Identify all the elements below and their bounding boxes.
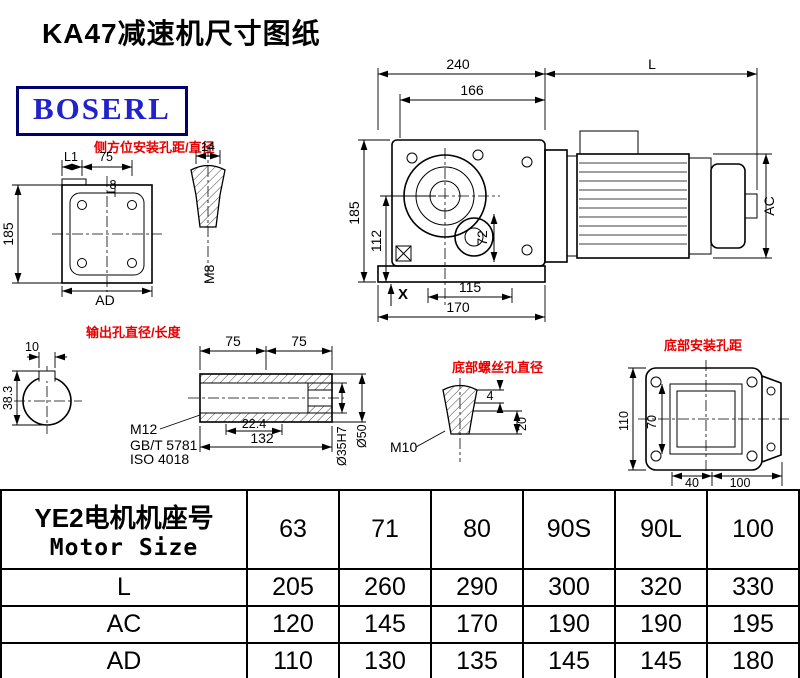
table-row-AD: AD 110 130 135 145 145 180 — [0, 642, 800, 678]
table-cell: 145 — [522, 642, 616, 678]
row-label-L: L — [0, 568, 248, 607]
bottom-mount-view: 底部安装孔距 110 70 — [617, 338, 790, 489]
page-title: KA47减速机尺寸图纸 — [42, 18, 321, 49]
dim-110: 110 — [617, 411, 631, 431]
table-header-cn: YE2电机机座号 — [34, 503, 214, 533]
table-cell: 180 — [706, 642, 800, 678]
output-hole-annotation: 输出孔直径/长度 — [86, 325, 182, 340]
standard-gb: GB/T 5781 — [130, 437, 198, 453]
dim-112: 112 — [368, 230, 384, 253]
m8-screw-detail: 14 M8 — [190, 140, 226, 286]
dim-100: 100 — [730, 476, 751, 489]
dim-185-main: 185 — [346, 201, 362, 225]
table-cell: 135 — [430, 642, 524, 678]
dim-75a: 75 — [225, 333, 241, 349]
m10-screw-detail: 底部螺丝孔直径 4 20 M10 — [390, 360, 543, 462]
dim-170: 170 — [446, 299, 470, 315]
table-cell: 260 — [338, 568, 432, 607]
table-col-90l: 90L — [614, 489, 708, 570]
dim-70: 70 — [645, 415, 659, 429]
table-col-80: 80 — [430, 489, 524, 570]
dim-14: 14 — [201, 140, 215, 154]
table-header-en: Motor Size — [49, 535, 199, 561]
bottom-mount-annotation: 底部安装孔距 — [664, 338, 742, 353]
dim-20: 20 — [515, 417, 529, 431]
table-cell: 130 — [338, 642, 432, 678]
side-mount-view: 侧方位安装孔距/直径 L1 75 8 185 — [0, 140, 215, 308]
table-cell: 330 — [706, 568, 800, 607]
dim-115: 115 — [459, 279, 482, 295]
output-shaft-section: 75 75 22.4 132 M12 GB/T 5781 ISO 4018 Ø3… — [130, 333, 369, 467]
dim-AD: AD — [95, 292, 114, 308]
dim-240: 240 — [446, 56, 470, 72]
table-col-100: 100 — [706, 489, 800, 570]
table-cell: 300 — [522, 568, 616, 607]
table-col-90s: 90S — [522, 489, 616, 570]
table-col-63: 63 — [246, 489, 340, 570]
table-header-row: YE2电机机座号 Motor Size 63 71 80 90S 90L 100 — [0, 489, 800, 570]
dim-185-side: 185 — [0, 222, 16, 246]
main-gearbox-view: 240 L 166 — [346, 56, 777, 322]
table-cell: 190 — [522, 605, 616, 644]
table-col-71: 71 — [338, 489, 432, 570]
thread-m12: M12 — [130, 421, 157, 437]
table-cell: 320 — [614, 568, 708, 607]
table-cell: 145 — [614, 642, 708, 678]
dim-8: 8 — [110, 178, 117, 192]
dim-L: L — [648, 56, 656, 72]
dim-22-4: 22.4 — [242, 417, 266, 431]
dim-L1: L1 — [64, 150, 78, 164]
side-mount-annotation: 侧方位安装孔距/直径 — [94, 140, 215, 155]
table-row-L: L 205 260 290 300 320 330 — [0, 568, 800, 607]
dim-72: 72 — [474, 230, 490, 246]
dim-4: 4 — [487, 389, 494, 403]
standard-iso: ISO 4018 — [130, 451, 189, 467]
table-row-AC: AC 120 145 170 190 190 195 — [0, 605, 800, 644]
brand-logo: BOSERL — [16, 86, 188, 136]
table-cell: 195 — [706, 605, 800, 644]
dim-75-side: 75 — [99, 150, 113, 164]
table-cell: 170 — [430, 605, 524, 644]
dim-38-3: 38.3 — [1, 386, 15, 410]
dim-75b: 75 — [291, 333, 307, 349]
dim-166: 166 — [460, 82, 484, 98]
technical-drawing: 240 L 166 — [0, 56, 790, 489]
output-bore-view: 输出孔直径/长度 10 38.3 — [1, 325, 182, 434]
row-label-AD: AD — [0, 642, 248, 678]
dim-M10: M10 — [390, 439, 417, 455]
bottom-screw-annotation: 底部螺丝孔直径 — [452, 360, 543, 375]
dim-132: 132 — [250, 430, 274, 446]
dim-AC: AC — [761, 196, 777, 215]
table-cell: 110 — [246, 642, 340, 678]
motor-size-table: YE2电机机座号 Motor Size 63 71 80 90S 90L 100… — [0, 489, 800, 678]
dim-bore-35: Ø35H7 — [335, 426, 349, 466]
dim-M8: M8 — [201, 264, 217, 284]
table-cell: 190 — [614, 605, 708, 644]
table-cell: 145 — [338, 605, 432, 644]
table-cell: 205 — [246, 568, 340, 607]
dim-40: 40 — [685, 476, 699, 489]
table-cell: 120 — [246, 605, 340, 644]
table-cell: 290 — [430, 568, 524, 607]
dim-10: 10 — [25, 340, 39, 354]
dim-shaft-50: Ø50 — [355, 424, 369, 448]
dim-X: X — [398, 286, 408, 303]
row-label-AC: AC — [0, 605, 248, 644]
table-header-motor-size: YE2电机机座号 Motor Size — [0, 489, 248, 570]
